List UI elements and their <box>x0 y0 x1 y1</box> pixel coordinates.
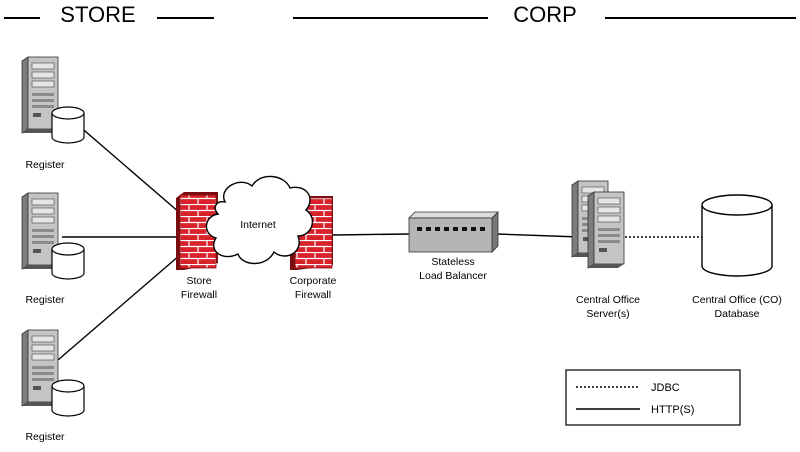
register-2-label: Register <box>25 294 65 306</box>
internet-label: Internet <box>240 219 276 231</box>
cloud-icon <box>205 175 314 265</box>
link-loadbalancer-coserver <box>496 233 581 238</box>
disk-icon <box>51 106 85 144</box>
register-1-label: Register <box>25 159 65 171</box>
store-title: STORE <box>60 2 135 27</box>
co-db-label-1: Central Office (CO) <box>692 294 782 306</box>
corporate-firewall-label-2: Firewall <box>295 289 331 301</box>
store-firewall-label-2: Firewall <box>181 289 217 301</box>
co-server-label-1: Central Office <box>576 294 640 306</box>
register-3-label: Register <box>25 431 65 443</box>
link-register1-firewall <box>77 124 181 214</box>
corp-title: CORP <box>513 2 577 27</box>
link-register3-firewall <box>57 254 181 361</box>
register-2 <box>21 192 85 280</box>
load-balancer-label-2: Load Balancer <box>419 270 487 282</box>
switch-icon <box>408 217 493 253</box>
legend-http-label: HTTP(S) <box>651 404 694 416</box>
internet-cloud <box>205 175 314 265</box>
section-header-store: STORE <box>4 2 214 27</box>
register-3 <box>21 329 85 417</box>
connections <box>57 124 702 361</box>
disk-icon <box>51 379 85 417</box>
central-office-database <box>701 194 773 277</box>
store-firewall-label-1: Store <box>186 275 211 287</box>
legend-jdbc-label: JDBC <box>651 382 680 394</box>
co-server-label-2: Server(s) <box>586 308 629 320</box>
server-icon <box>587 191 625 269</box>
central-office-servers <box>571 180 625 269</box>
load-balancer <box>408 211 499 253</box>
section-header-corp: CORP <box>293 2 796 27</box>
corporate-firewall-label-1: Corporate <box>290 275 337 287</box>
disk-icon <box>51 242 85 280</box>
co-db-label-2: Database <box>715 308 760 320</box>
link-corpfw-loadbalancer <box>332 233 410 236</box>
legend: JDBC HTTP(S) <box>565 369 741 426</box>
register-1 <box>21 56 85 144</box>
database-cylinder-icon <box>701 205 773 277</box>
load-balancer-label-1: Stateless <box>431 256 474 268</box>
